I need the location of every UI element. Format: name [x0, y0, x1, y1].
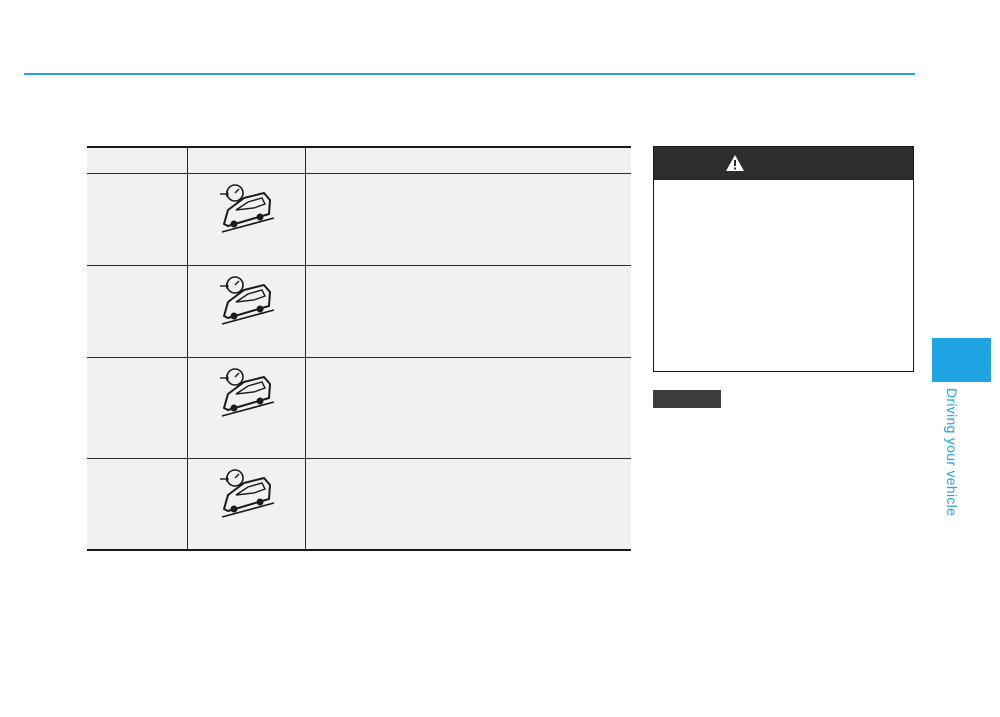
row-divider [87, 265, 631, 266]
hill-descent-car-icon [219, 368, 274, 417]
table-row-description [306, 459, 629, 551]
table-row-icon-cell [188, 459, 305, 551]
table-row-description [306, 174, 629, 265]
header-rule [24, 73, 915, 75]
table-row-description [306, 266, 629, 357]
table-row-description [306, 358, 629, 458]
warning-header [654, 147, 913, 180]
column-header-description [306, 148, 629, 173]
table-row-label [87, 266, 187, 357]
row-divider [87, 173, 631, 174]
info-badge [653, 390, 721, 408]
warning-box [653, 146, 914, 372]
chapter-tab-label: Driving your vehicle [944, 388, 960, 517]
hill-descent-car-icon [219, 184, 274, 233]
column-header-indicator [188, 148, 305, 173]
column-header-state [87, 148, 187, 173]
table-row-icon-cell [188, 174, 305, 265]
row-divider [87, 357, 631, 358]
warning-body [654, 180, 913, 196]
table-row-label [87, 358, 187, 458]
warning-triangle-icon [726, 155, 744, 171]
table-row-icon-cell [188, 266, 305, 357]
table-row-label [87, 459, 187, 551]
hill-descent-car-icon [219, 276, 274, 325]
hill-descent-car-icon [219, 469, 274, 518]
chapter-tab [932, 338, 991, 382]
column-divider [305, 148, 306, 549]
hill-descent-control-table [87, 146, 631, 551]
table-row-label [87, 174, 187, 265]
table-row-icon-cell [188, 358, 305, 458]
column-divider [187, 148, 188, 549]
row-divider [87, 458, 631, 459]
